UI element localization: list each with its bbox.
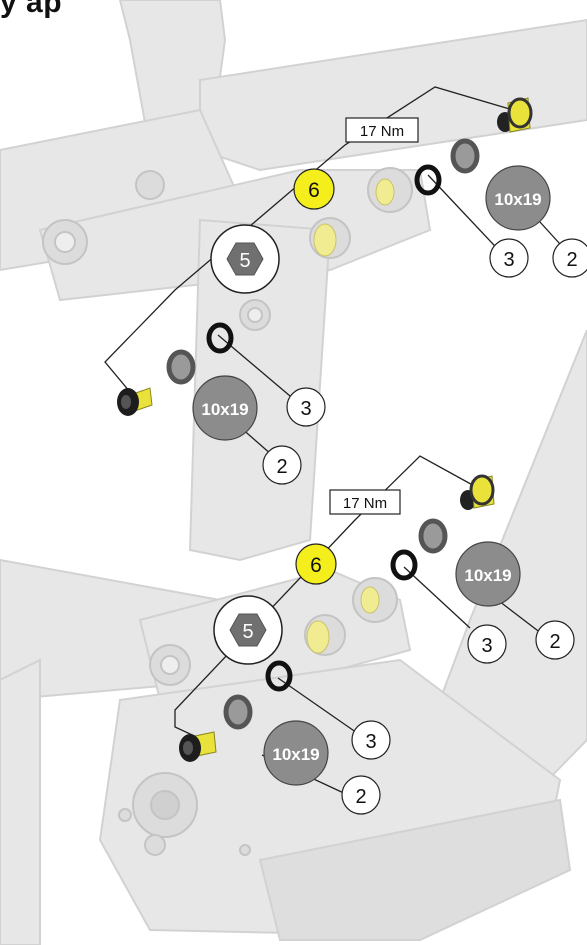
upper-size-right-text: 10x19 [494,190,541,209]
upper-size-callout-left: 10x19 [192,375,258,441]
upper-hex-key-callout: 5 [210,224,280,294]
upper-washer-left-callout: 3 [286,387,326,427]
upper-pivot-callout-group: 17 Nm 6 5 10x19 10x19 3 2 [104,86,587,485]
lower-size-callout-left: 10x19 [263,720,329,786]
upper-spacer-right-callout: 2 [552,238,587,278]
upper-washer-left [206,322,234,354]
lower-washer-right-callout: 3 [467,624,507,664]
upper-bolt-callout-number: 6 [308,179,320,202]
upper-washer-left-number: 3 [300,398,311,420]
lower-spacer-right-number: 2 [549,631,560,653]
upper-spacer-left-number: 2 [276,456,287,478]
upper-washer-right-number: 3 [503,249,514,271]
lower-spacer-left-number: 2 [355,786,366,808]
page-title: y ap [0,0,63,19]
upper-washer-right-callout: 3 [489,238,529,278]
upper-hex-key-number: 5 [239,250,250,272]
lower-spacer-left-callout: 2 [341,775,381,815]
upper-size-left-text: 10x19 [201,400,248,419]
lower-torque-text: 17 Nm [343,495,387,512]
lower-spacer-right-callout: 2 [535,620,575,660]
lower-washer-left [265,660,293,692]
upper-bolt-callout: 6 [293,168,335,210]
frame-pivot-details [42,167,413,856]
upper-bolt-right [497,97,533,133]
upper-washer-right [414,164,442,196]
lower-washer-right-number: 3 [481,635,492,657]
upper-spacer-left [166,349,196,385]
lower-spacer-left [223,694,253,730]
lower-bolt-right [460,474,495,510]
lower-size-callout-right: 10x19 [455,541,521,607]
lower-washer-left-callout: 3 [351,720,391,760]
upper-torque-text: 17 Nm [360,123,404,140]
upper-spacer-right [450,138,480,174]
upper-size-callout-right: 10x19 [485,165,551,231]
lower-bolt-callout-number: 6 [310,554,322,577]
lower-washer-right [390,549,418,581]
frame-yellow-bores [306,178,395,654]
lower-torque-label: 17 Nm [329,489,401,515]
upper-torque-label: 17 Nm [345,117,419,143]
upper-spacer-right-number: 2 [566,249,577,271]
lower-washer-left-number: 3 [365,731,376,753]
lower-spacer-right [418,518,448,554]
upper-spacer-left-callout: 2 [262,445,302,485]
lower-bolt-callout: 6 [295,543,337,585]
lower-size-left-text: 10x19 [272,745,319,764]
lower-size-right-text: 10x19 [464,566,511,585]
upper-bolt-left [117,387,153,416]
lower-pivot-callout-group: 17 Nm 6 5 10x19 10x19 3 2 3 [174,455,575,815]
lower-hex-key-callout: 5 [213,595,283,665]
lower-hex-key-number: 5 [242,621,253,643]
lower-bolt-left [179,731,217,762]
